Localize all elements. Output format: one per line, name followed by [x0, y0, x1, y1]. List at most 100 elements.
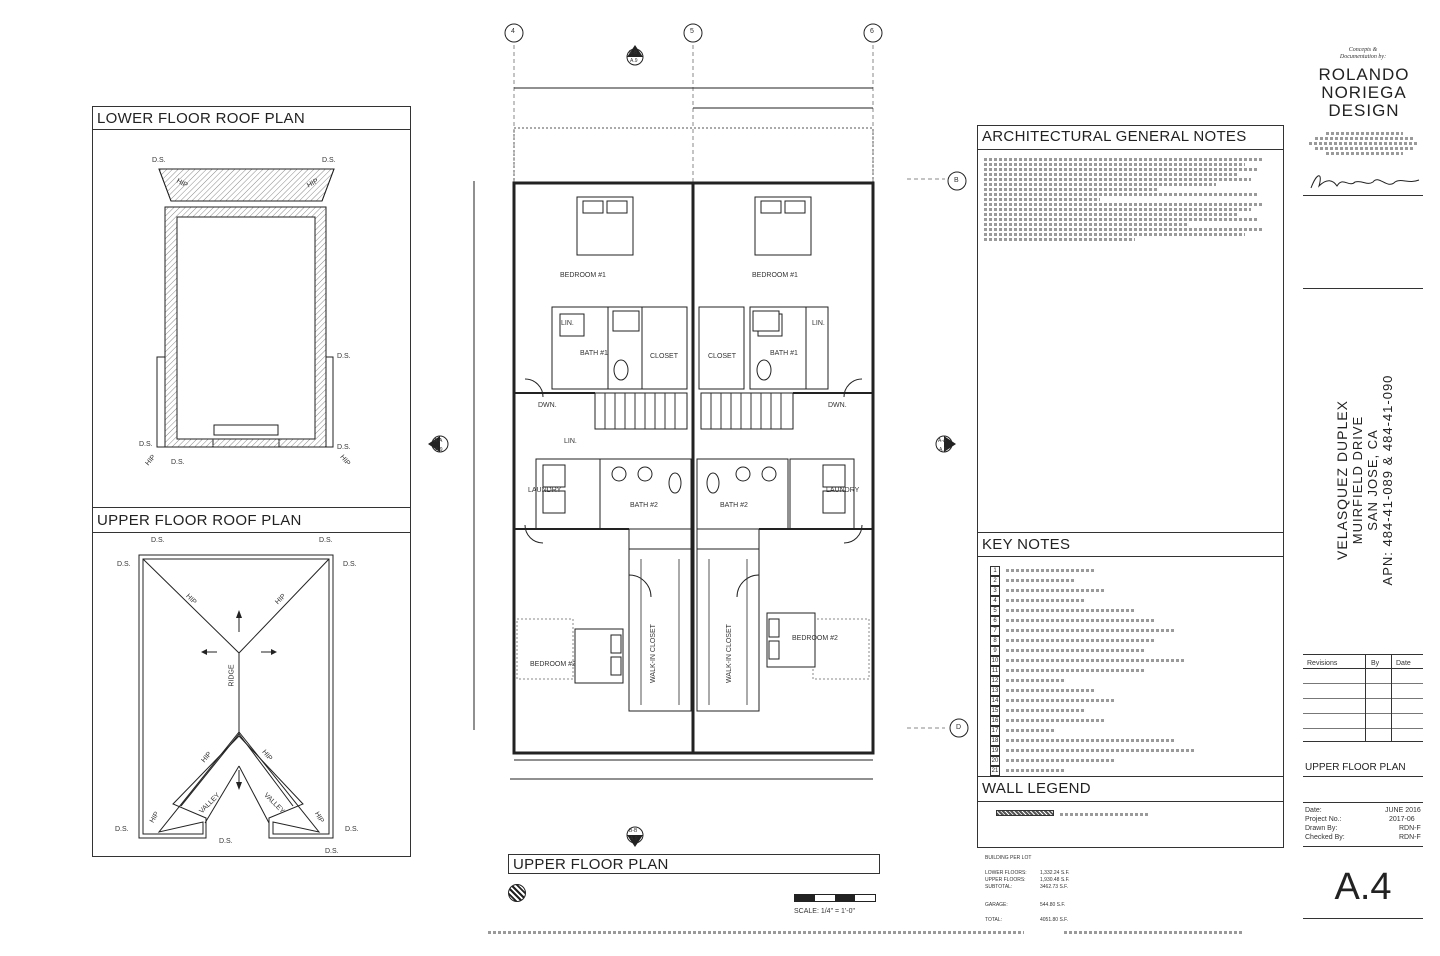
key-note-item: 6	[990, 616, 1270, 626]
grid-marker: 5	[690, 28, 694, 35]
room-label: LIN.	[564, 438, 577, 445]
key-note-item: 12	[990, 676, 1270, 686]
key-note-item: 11	[990, 666, 1270, 676]
section-marker: B-B	[629, 828, 638, 834]
garage-label: GARAGE:	[985, 902, 1008, 908]
lower-floors-value: 1,332.24 S.F.	[1040, 870, 1070, 876]
upper-roof-drawing	[138, 554, 334, 839]
room-label: BATH #2	[720, 502, 748, 509]
plan-title-box: UPPER FLOOR PLAN	[508, 854, 880, 874]
section-marker: A.9	[630, 58, 638, 64]
section-marker: B-B	[629, 50, 638, 56]
room-label: BATH #2	[630, 502, 658, 509]
key-note-item: 21	[990, 766, 1270, 776]
room-label: CLOSET	[650, 353, 679, 360]
lower-roof-title: LOWER FLOOR ROOF PLAN	[97, 110, 305, 127]
key-note-item: 13	[990, 686, 1270, 696]
room-label: LIN.	[561, 320, 574, 327]
key-note-item: 8	[990, 636, 1270, 646]
title-block: Concepts & Documentation by: ROLANDO NOR…	[1303, 40, 1425, 920]
project-no-value: 2017-06	[1389, 816, 1415, 823]
section-marker: A-A	[434, 438, 443, 444]
concept-line: Concepts &	[1348, 47, 1378, 53]
project-no-label: Project No.:	[1305, 816, 1342, 823]
ds-label: D.S.	[345, 826, 359, 833]
garage-value: 544.80 S.F.	[1040, 902, 1066, 908]
row-marker: B	[954, 177, 959, 184]
grid-marker: 4	[511, 28, 515, 35]
room-label: LAUNDRY	[826, 487, 860, 494]
key-note-item: 14	[990, 696, 1270, 706]
key-note-item: 3	[990, 586, 1270, 596]
room-label: BEDROOM #2	[792, 635, 838, 642]
room-label: BEDROOM #2	[530, 661, 576, 668]
by-header: By	[1371, 660, 1380, 667]
ridge-label: RIDGE	[228, 664, 236, 687]
key-note-item: 16	[990, 716, 1270, 726]
floor-plan-drawing	[428, 23, 969, 847]
upper-floors-label: UPPER FLOORS:	[985, 877, 1026, 883]
grid-marker: 6	[870, 28, 874, 35]
key-note-item: 15	[990, 706, 1270, 716]
footer-disclaimer	[488, 931, 1024, 934]
ds-label: D.S.	[117, 561, 131, 568]
footer-copyright	[1064, 931, 1244, 934]
room-label: DWN.	[538, 402, 557, 409]
sheet-number: A.4	[1334, 866, 1392, 908]
ds-label: D.S.	[139, 441, 153, 448]
upper-roof-title: UPPER FLOOR ROOF PLAN	[97, 512, 302, 529]
key-note-item: 1	[990, 566, 1270, 576]
row-marker: D	[956, 724, 962, 731]
wall-legend-text	[1060, 813, 1150, 816]
key-note-item: 2	[990, 576, 1270, 586]
drawn-by-label: Drawn By:	[1305, 825, 1338, 832]
firm-name: NORIEGA	[1321, 83, 1407, 102]
ds-label: D.S.	[151, 537, 165, 544]
project-name: VELASQUEZ DUPLEX	[1334, 400, 1350, 560]
general-notes-title: ARCHITECTURAL GENERAL NOTES	[982, 128, 1247, 145]
revisions-header: Revisions	[1307, 660, 1338, 667]
room-label: BATH #1	[770, 350, 798, 357]
key-note-item: 9	[990, 646, 1270, 656]
scale-bar	[794, 894, 876, 902]
general-notes-text	[984, 156, 1274, 243]
section-marker: A.9	[939, 447, 947, 453]
drawn-by-value: RDN-F	[1399, 825, 1421, 832]
ds-label: D.S.	[319, 537, 333, 544]
room-label: LIN.	[812, 320, 825, 327]
room-label: DWN.	[828, 402, 847, 409]
room-label: WALK-IN CLOSET	[649, 624, 657, 683]
section-marker: A-A	[938, 438, 947, 444]
section-marker: A.9	[630, 836, 638, 842]
ds-label: D.S.	[322, 157, 336, 164]
total-label: TOTAL:	[985, 917, 1003, 923]
ds-label: D.S.	[171, 459, 185, 466]
key-note-item: 10	[990, 656, 1270, 666]
date-label: Date:	[1305, 807, 1322, 814]
subtotal-value: 3462.73 S.F.	[1040, 884, 1069, 890]
lower-roof-drawing	[156, 168, 335, 448]
lower-floors-label: LOWER FLOORS:	[985, 870, 1027, 876]
key-notes-title: KEY NOTES	[982, 536, 1071, 553]
north-arrow-icon	[508, 884, 526, 902]
lower-roof-panel: LOWER FLOOR ROOF PLAN D.S. D.S. D.S. D.S…	[92, 106, 411, 508]
key-notes-list: 1 2 3 4 5 6 7 8 9 10 11 12 13 14 15 16 1…	[990, 566, 1270, 776]
scale-text: SCALE: 1/4" = 1'-0"	[794, 908, 855, 915]
ds-label: D.S.	[325, 848, 339, 855]
room-label: WALK-IN CLOSET	[725, 624, 733, 683]
subtotal-label: SUBTOTAL:	[985, 884, 1013, 890]
checked-by-value: RDN-F	[1399, 834, 1421, 841]
ds-label: D.S.	[343, 561, 357, 568]
room-label: BATH #1	[580, 350, 608, 357]
section-marker: A.9	[435, 447, 443, 453]
firm-name: ROLANDO	[1318, 65, 1410, 84]
wall-legend-swatch	[996, 810, 1054, 816]
concept-line: Documentation by:	[1339, 54, 1387, 60]
project-apn: APN: 484-41-089 & 484-41-090	[1380, 374, 1395, 586]
date-value: JUNE 2016	[1385, 807, 1421, 814]
project-street: MUIRFIELD DRIVE	[1350, 415, 1365, 545]
checked-by-label: Checked By:	[1305, 834, 1345, 841]
project-city: SAN JOSE, CA	[1365, 429, 1380, 531]
date-header: Date	[1396, 660, 1411, 667]
project-info: VELASQUEZ DUPLEX MUIRFIELD DRIVE SAN JOS…	[1320, 360, 1410, 600]
